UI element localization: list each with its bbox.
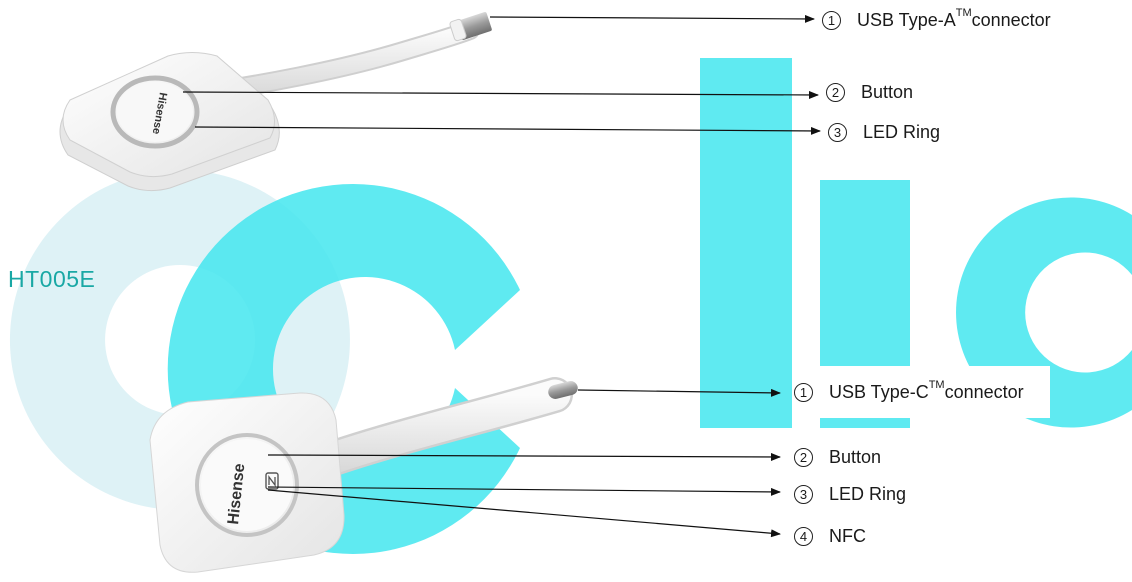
leader-top-1 bbox=[490, 17, 814, 19]
callout-label-suffix: connector bbox=[945, 382, 1024, 403]
callout-led-ring-top: 3 LED Ring bbox=[828, 120, 980, 144]
callout-label: LED Ring bbox=[829, 484, 906, 505]
watermark-letter-l bbox=[700, 58, 792, 428]
callout-number: 2 bbox=[826, 83, 845, 102]
callout-number: 1 bbox=[822, 11, 841, 30]
button-bottom bbox=[201, 439, 293, 531]
callout-label: USB Type-A bbox=[857, 10, 956, 31]
callout-label-suffix: connector bbox=[972, 10, 1051, 31]
callout-label: Button bbox=[829, 447, 881, 468]
model-label: HT005E bbox=[8, 266, 95, 293]
callout-number: 1 bbox=[794, 383, 813, 402]
trademark-superscript: TM bbox=[929, 379, 945, 391]
trademark-superscript: TM bbox=[956, 7, 972, 19]
callout-number: 3 bbox=[828, 123, 847, 142]
callout-number: 4 bbox=[794, 527, 813, 546]
device-usb-a: Hisense bbox=[60, 12, 492, 191]
callout-label: Button bbox=[861, 82, 913, 103]
callout-label: LED Ring bbox=[863, 122, 940, 143]
callout-number: 2 bbox=[794, 448, 813, 467]
callout-button-bottom: 2 Button bbox=[794, 445, 901, 469]
callout-label: NFC bbox=[829, 526, 866, 547]
callout-button-top: 2 Button bbox=[826, 80, 973, 104]
callout-led-ring-bottom: 3 LED Ring bbox=[794, 482, 926, 506]
callout-number: 3 bbox=[794, 485, 813, 504]
callout-label: USB Type-C bbox=[829, 382, 929, 403]
callout-nfc: 4 NFC bbox=[794, 524, 886, 548]
